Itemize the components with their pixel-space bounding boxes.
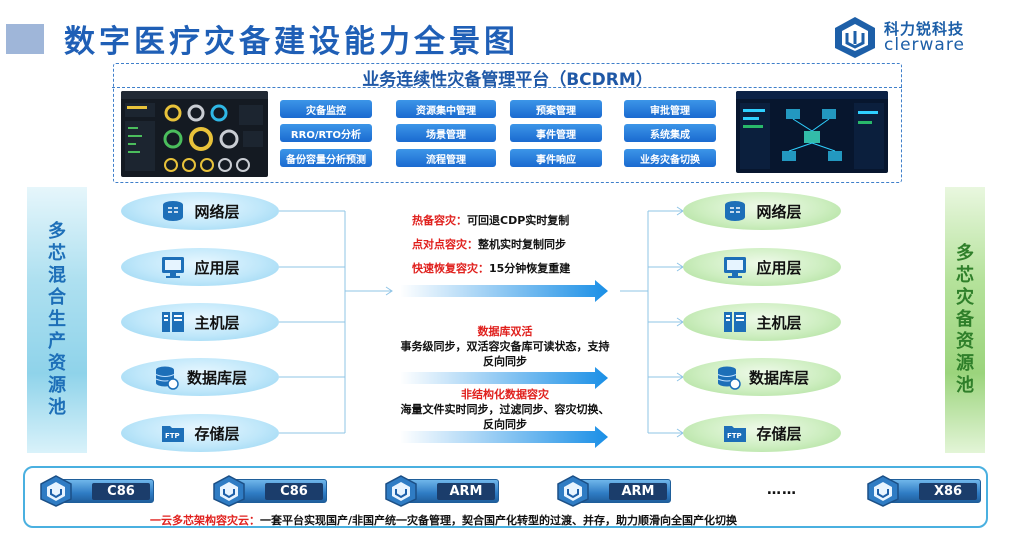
column-label-char: 多 (956, 243, 974, 264)
shield-logo-icon (385, 475, 417, 507)
server-appliance: C86 (203, 474, 333, 507)
feature-tile[interactable]: 资源集中管理 (396, 100, 496, 118)
column-label-char: 源 (956, 353, 974, 374)
platform-divider (112, 87, 902, 88)
appliance-arch-label: ARM (437, 483, 495, 500)
logo-text-en: clerware (884, 35, 965, 55)
layer-label: 数据库层 (186, 368, 247, 387)
svg-text:FTP: FTP (165, 432, 180, 440)
svg-text:FTP: FTP (727, 432, 742, 440)
feature-tile[interactable]: 流程管理 (396, 149, 496, 167)
column-label-char: 源 (48, 375, 66, 396)
feature-tile[interactable]: 审批管理 (624, 100, 716, 118)
layer-label: 网络层 (194, 202, 240, 221)
feature-tile[interactable]: 业务灾备切换 (624, 149, 716, 167)
feature-tile[interactable]: 灾备监控 (280, 100, 372, 118)
appliance-arch-label: C86 (92, 483, 150, 500)
column-label-char: 备 (956, 309, 974, 330)
topology-dashboard-screenshot (736, 91, 888, 173)
replication-arrows (400, 280, 608, 448)
shield-logo-icon (557, 475, 589, 507)
page-title: 数字医疗灾备建设能力全景图 (64, 24, 519, 60)
server-appliance: C86 (30, 474, 160, 507)
column-label-char: 芯 (48, 243, 66, 264)
company-logo: 科力锐科技 clerware (830, 14, 980, 60)
footer-note: 一云多芯架构容灾云：一套平台实现国产/非国产统一灾备管理，契合国产化转型的过渡、… (150, 514, 738, 527)
source-layer: 网络层 (121, 192, 279, 230)
target-layer: 网络层 (683, 192, 841, 230)
column-label-char: 产 (48, 331, 66, 352)
source-layer: 主机层 (121, 303, 279, 341)
multi-chip-dr-pool-label: 多芯灾备资源池 (945, 187, 985, 453)
source-layer: FTP 存储层 (121, 414, 279, 452)
feature-tile[interactable]: RRO/RTO分析 (280, 124, 372, 142)
layer-label: 主机层 (756, 313, 802, 332)
column-label-char: 池 (956, 375, 974, 396)
column-label-char: 池 (48, 397, 66, 418)
target-layer: 应用层 (683, 248, 841, 286)
column-label-char: 资 (956, 331, 974, 352)
application-icon (162, 257, 185, 278)
host-icon (724, 312, 747, 332)
layer-label: 主机层 (194, 313, 240, 332)
platform-title: 业务连续性灾备管理平台（BCDRM） (362, 70, 653, 90)
appliance-arch-label: ARM (609, 483, 667, 500)
monitoring-dashboard-screenshot (121, 91, 268, 177)
column-label-char: 资 (48, 353, 66, 374)
target-layer: FTP 存储层 (683, 414, 841, 452)
appliance-arch-label: C86 (265, 483, 323, 500)
server-appliance: ARM (375, 474, 505, 507)
bcdrm-platform-panel: 业务连续性灾备管理平台（BCDRM） (113, 63, 902, 183)
application-icon (724, 257, 747, 278)
feature-tile[interactable]: 预案管理 (510, 100, 602, 118)
target-layer: 主机层 (683, 303, 841, 341)
feature-tile[interactable]: 场景管理 (396, 124, 496, 142)
feature-tile[interactable]: 备份容量分析预测 (280, 149, 372, 167)
column-label-char: 合 (48, 287, 66, 308)
method-fast-recovery: 快速恢复容灾：15分钟恢复重建 (412, 262, 571, 275)
multi-chip-production-pool-label: 多芯混合生产资源池 (27, 187, 87, 453)
unstructured-data-dr-note: 非结构化数据容灾 海量文件实时同步，过滤同步、容灾切换、 反向同步 (400, 388, 610, 431)
column-label-char: 芯 (956, 265, 974, 286)
appliance-band: C86 C86 ARM ARM X86 …… (23, 466, 988, 528)
server-appliance: X86 (857, 474, 987, 507)
server-appliance: ARM (547, 474, 677, 507)
method-point-to-point: 点对点容灾：整机实时复制同步 (412, 238, 566, 251)
appliance-ellipsis: …… (767, 482, 797, 498)
feature-tile[interactable]: 事件管理 (510, 124, 602, 142)
shield-logo-icon (40, 475, 72, 507)
column-label-char: 混 (48, 265, 66, 286)
source-layer: 数据库层 (121, 358, 279, 396)
column-label-char: 多 (48, 221, 66, 242)
layer-label: 存储层 (756, 424, 802, 443)
method-hot-standby: 热备容灾：可回退CDP实时复制 (412, 214, 570, 227)
database-icon (155, 366, 179, 390)
appliance-arch-label: X86 (919, 483, 977, 500)
storage-icon: FTP (162, 426, 185, 442)
host-icon (162, 312, 185, 332)
network-icon (163, 201, 184, 221)
column-label-char: 灾 (956, 287, 974, 308)
layer-label: 应用层 (756, 258, 802, 277)
database-icon (717, 366, 741, 390)
network-icon (725, 201, 746, 221)
clerware-logo-icon (835, 17, 875, 58)
layer-label: 数据库层 (748, 368, 809, 387)
target-layer: 数据库层 (683, 358, 841, 396)
layer-label: 存储层 (194, 424, 240, 443)
shield-logo-icon (867, 475, 899, 507)
logo-text-cn: 科力锐科技 (884, 20, 965, 38)
layer-label: 应用层 (194, 258, 240, 277)
layer-label: 网络层 (756, 202, 802, 221)
storage-icon: FTP (724, 426, 747, 442)
feature-tile[interactable]: 事件响应 (510, 149, 602, 167)
source-layer: 应用层 (121, 248, 279, 286)
title-accent-bar (6, 24, 44, 54)
shield-logo-icon (213, 475, 245, 507)
column-label-char: 生 (48, 309, 66, 330)
database-active-active-note: 数据库双活 事务级同步，双活容灾备库可读状态，支持 反向同步 (400, 325, 610, 368)
feature-tile[interactable]: 系统集成 (624, 124, 716, 142)
